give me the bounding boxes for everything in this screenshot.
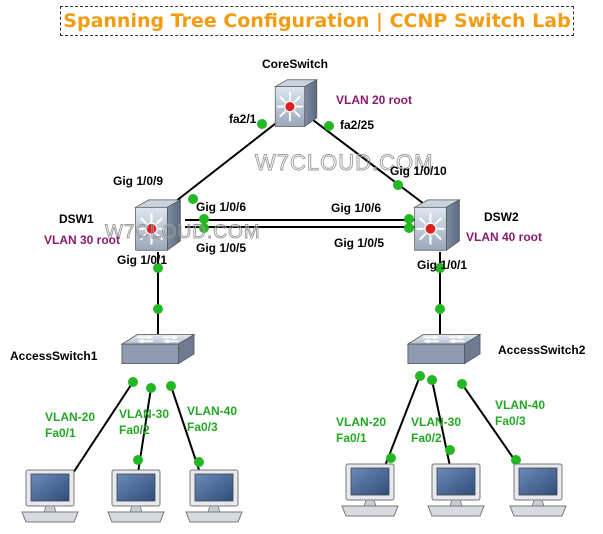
port-status-dot (386, 453, 396, 463)
dsw1-port-6: Gig 1/0/6 (196, 200, 246, 214)
pc6-icon[interactable] (509, 463, 567, 517)
host1-vlan: VLAN-20 (45, 410, 95, 424)
port-status-dot (445, 445, 455, 455)
dsw1-vlan-root: VLAN 30 root (44, 233, 120, 247)
port-status-dot (435, 304, 445, 314)
dsw2-name: DSW2 (484, 210, 519, 224)
core-vlan-root: VLAN 20 root (336, 93, 412, 107)
dsw2-vlan-root: VLAN 40 root (466, 230, 542, 244)
host5-vlan: VLAN-30 (411, 415, 461, 429)
dsw1-port-5: Gig 1/0/5 (196, 241, 246, 255)
pc3-icon[interactable] (185, 469, 243, 523)
port-status-dot (153, 304, 163, 314)
port-status-dot (199, 223, 209, 233)
access-switch1-name: AccessSwitch1 (10, 349, 98, 363)
dsw2-port-6: Gig 1/0/6 (331, 201, 381, 215)
pc1-icon[interactable] (21, 469, 79, 523)
host2-vlan: VLAN-30 (119, 407, 169, 421)
port-status-dot (511, 455, 521, 465)
link-access2-pc6 (461, 383, 517, 463)
port-status-dot (427, 375, 437, 385)
access-switch2-name: AccessSwitch2 (498, 343, 586, 357)
port-status-dot (404, 214, 414, 224)
host6-vlan: VLAN-40 (495, 398, 545, 412)
link-core-dsw1 (161, 119, 281, 213)
host3-vlan: VLAN-40 (187, 404, 237, 418)
host5-port: Fa0/2 (411, 431, 442, 445)
port-status-dot (457, 379, 467, 389)
port-status-dot (153, 263, 163, 273)
dsw2-port-up: Gig 1/0/10 (390, 164, 447, 178)
port-status-dot (404, 223, 414, 233)
host1-port: Fa0/1 (45, 426, 76, 440)
port-status-dot (194, 457, 204, 467)
host6-port: Fa0/3 (495, 414, 526, 428)
port-status-dot (257, 119, 267, 129)
host3-port: Fa0/3 (187, 420, 218, 434)
port-status-dot (188, 194, 198, 204)
host4-vlan: VLAN-20 (336, 415, 386, 429)
access-switch1-icon[interactable] (121, 333, 195, 365)
link-core-dsw2 (312, 119, 433, 211)
pc5-icon[interactable] (427, 463, 485, 517)
port-status-dot (393, 180, 403, 190)
port-status-dot (146, 383, 156, 393)
core-port-left: fa2/1 (229, 112, 257, 126)
port-status-dot (415, 371, 425, 381)
port-status-dot (128, 377, 138, 387)
port-status-dot (133, 455, 143, 465)
core-switch-icon[interactable] (274, 78, 318, 128)
watermark-top: W7CLOUD.COM (255, 150, 433, 175)
core-switch-name: CoreSwitch (262, 57, 328, 71)
pc4-icon[interactable] (341, 463, 399, 517)
link-access2-pc5 (431, 379, 453, 477)
dsw2-port-5: Gig 1/0/5 (334, 236, 384, 250)
dsw1-port-up: Gig 1/0/9 (113, 174, 163, 188)
port-status-dot (199, 214, 209, 224)
diagram-title: Spanning Tree Configuration | CCNP Switc… (63, 10, 571, 32)
watermark-dsw1: W7CLOUD.COM (105, 222, 261, 243)
host2-port: Fa0/2 (119, 423, 150, 437)
port-status-dot (435, 263, 445, 273)
port-status-dot (324, 121, 334, 131)
core-port-right: fa2/25 (340, 118, 374, 132)
pc2-icon[interactable] (107, 469, 165, 523)
dsw1-name: DSW1 (59, 212, 94, 226)
dsw1-port-down: Gig 1/0/1 (117, 253, 167, 267)
access-switch2-icon[interactable] (407, 333, 481, 365)
host4-port: Fa0/1 (336, 431, 367, 445)
port-status-dot (166, 381, 176, 391)
port-dot-layer (62, 119, 521, 483)
title-banner: Spanning Tree Configuration | CCNP Switc… (60, 6, 574, 36)
dsw2-switch-icon[interactable] (413, 198, 461, 252)
dsw2-port-down: Gig 1/0/1 (417, 258, 467, 272)
